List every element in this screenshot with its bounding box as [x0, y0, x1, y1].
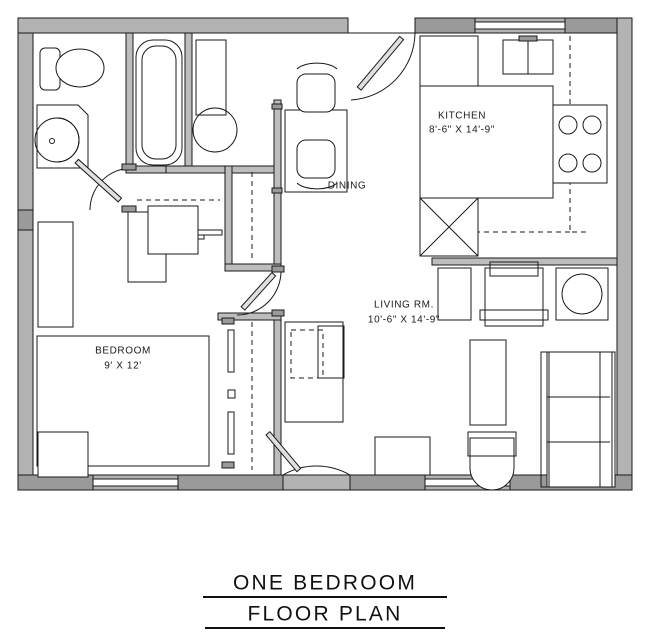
title-block: ONE BEDROOM FLOOR PLAN — [203, 572, 447, 629]
bedroom-furniture — [36, 205, 210, 478]
bedroom-dimensions: 9' X 12' — [104, 361, 142, 372]
wall-stub-c — [17, 209, 34, 231]
window-top-kitchen — [474, 21, 566, 30]
bedroom-closet — [221, 317, 253, 470]
bedroom-door-leaf[interactable] — [240, 271, 277, 311]
bedroom-door[interactable] — [236, 265, 285, 317]
range-cooktop — [552, 104, 608, 184]
round-armchair — [469, 437, 515, 491]
bathtub — [135, 39, 183, 166]
dining-label: DINING — [328, 181, 367, 192]
dining-chair-top-back — [296, 62, 338, 70]
wall-laundry-divider — [184, 32, 193, 174]
wall-bath-divider — [125, 32, 134, 174]
wall-hall-right — [273, 99, 282, 273]
patio-door-leaf[interactable] — [356, 35, 405, 91]
bedroom-chest — [37, 221, 74, 328]
tv-unit — [317, 325, 345, 379]
wall-top-left — [17, 17, 349, 34]
bathroom-door-jamb-top — [121, 163, 137, 171]
bedroom-door-jamb-a — [271, 265, 285, 273]
armchair — [484, 267, 544, 327]
wall-hall-left — [224, 165, 233, 272]
media-console — [284, 321, 344, 423]
kitchen-label: KITCHEN — [438, 111, 486, 122]
bathroom-door-jamb-bottom — [121, 205, 137, 213]
sink-faucet — [518, 35, 538, 42]
dining-chair-bottom — [296, 139, 336, 179]
laundry-fixtures — [192, 39, 238, 153]
bathroom-fixtures — [34, 39, 183, 169]
media-console-dashed — [290, 329, 324, 379]
dining-furniture — [271, 62, 348, 194]
dresser — [147, 205, 199, 255]
room-labels: KITCHEN 8'-6" X 14'-9" LIVING RM. 10'-6"… — [95, 111, 495, 372]
wall-stub-b — [564, 17, 618, 34]
title-line-2: FLOOR PLAN — [247, 603, 402, 626]
sofa-back — [599, 351, 613, 488]
bedroom-door-swing — [236, 270, 282, 316]
washer-unit — [192, 107, 238, 153]
bedroom-label: BEDROOM — [95, 346, 151, 357]
sink-drain — [49, 138, 55, 144]
dining-chair-bottom-back — [296, 182, 338, 190]
sofa — [546, 351, 616, 488]
living-room-furniture — [284, 261, 616, 491]
dining-jamb-bottom — [271, 187, 283, 194]
kitchen-counter-body — [419, 85, 554, 199]
sofa-arm — [540, 351, 550, 488]
base-cabinet-left — [419, 35, 479, 87]
sink-basin-curve — [56, 117, 80, 163]
closet-shelf-a — [227, 329, 235, 373]
fridge-x-2 — [419, 197, 479, 257]
armchair-front — [479, 309, 549, 321]
kitchen-fixtures — [419, 35, 608, 257]
dining-jamb-top — [271, 103, 283, 110]
counter-left-run — [419, 86, 554, 199]
end-table-left — [437, 267, 472, 321]
burner-4 — [582, 153, 602, 173]
ottoman — [374, 436, 431, 476]
closet-jamb-top — [221, 317, 235, 325]
entry-door-swing — [282, 465, 351, 476]
burner-2 — [582, 115, 602, 135]
dryer-unit — [195, 39, 227, 116]
title-line-1: ONE BEDROOM — [233, 572, 417, 595]
living-room-label: LIVING RM. — [374, 300, 434, 311]
wall-stub-f — [349, 474, 426, 491]
kitchen-dimensions: 8'-6" X 14'-9" — [429, 125, 495, 136]
burner-3 — [558, 153, 578, 173]
wall-left — [17, 17, 34, 491]
wall-stub-a — [414, 17, 476, 34]
coffee-table — [469, 339, 507, 426]
entry-door-bottom[interactable] — [265, 430, 351, 476]
closet-shelf-b — [227, 389, 236, 399]
nightstand — [37, 431, 89, 478]
living-room-dimensions: 10'-6" X 14'-9" — [368, 315, 440, 326]
bathroom-door[interactable] — [74, 158, 137, 213]
armchair-back — [489, 261, 539, 277]
toilet-bowl — [55, 48, 105, 88]
patio-door-swing — [350, 32, 416, 101]
window-bottom-bedroom — [92, 478, 179, 487]
entry-door-leaf[interactable] — [265, 430, 302, 473]
lamp-table — [555, 267, 609, 321]
bathtub-inner — [141, 45, 177, 160]
closet-shelf-c — [227, 411, 235, 455]
wall-stub-e — [177, 474, 284, 491]
wall-inner-edge — [32, 32, 618, 476]
wall-right — [616, 17, 633, 491]
closet-jamb-bottom — [221, 461, 235, 469]
patio-door-top[interactable] — [350, 32, 416, 101]
table-lamp — [561, 273, 603, 315]
bedroom-door-jamb-b — [271, 309, 285, 317]
bathroom-door-leaf[interactable] — [74, 158, 123, 203]
dining-chair-top — [296, 73, 336, 113]
round-armchair-back — [467, 431, 517, 457]
burner-1 — [558, 115, 578, 135]
